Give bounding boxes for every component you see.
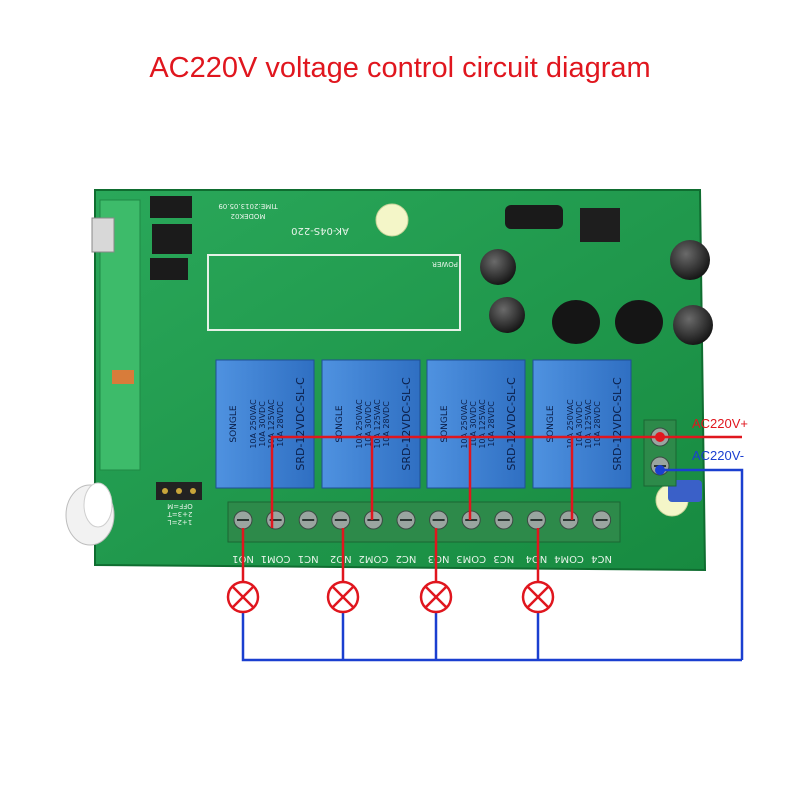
relay-rating: 10A 28VDC bbox=[276, 401, 285, 447]
relay-brand: SONGLE bbox=[440, 405, 450, 443]
relay-rating: 10A 250VAC bbox=[460, 399, 469, 449]
relay-model: SRD-12VDC-SL-C bbox=[294, 377, 307, 471]
relay-rating: 10A 125VAC bbox=[373, 399, 382, 449]
relay-rating: 10A 250VAC bbox=[566, 399, 575, 449]
supply-terminal-block bbox=[643, 419, 677, 487]
jumper-label: 2+3=T bbox=[167, 510, 193, 518]
relay-rating: 10A 30VDC bbox=[469, 401, 478, 447]
neutral-return-bus bbox=[241, 612, 742, 662]
relay-rating: 10A 125VAC bbox=[478, 399, 487, 449]
rf-button bbox=[91, 217, 115, 253]
diagram-title: AC220V voltage control circuit diagram bbox=[149, 52, 651, 84]
relay-model: SRD-12VDC-SL-C bbox=[611, 377, 624, 471]
relay-rating: 10A 30VDC bbox=[575, 401, 584, 447]
terminal-label-nc1: NC1 bbox=[298, 553, 319, 564]
live-wire-bus bbox=[270, 435, 742, 528]
lamp-4-icon bbox=[521, 580, 555, 614]
relay-rating: 10A 250VAC bbox=[249, 399, 258, 449]
relay-body bbox=[532, 359, 632, 489]
relay-rating: 10A 125VAC bbox=[584, 399, 593, 449]
relay-model: SRD-12VDC-SL-C bbox=[400, 377, 413, 471]
live-supply-label: AC220V+ bbox=[692, 416, 748, 431]
lamp-3-icon bbox=[419, 580, 453, 614]
board-model-label: AK-04S-220 bbox=[291, 225, 349, 236]
terminal-block bbox=[227, 501, 621, 543]
neutral-junction-dot bbox=[655, 465, 665, 475]
power-inductor bbox=[615, 300, 663, 344]
relay-brand: SONGLE bbox=[229, 405, 239, 443]
board-mode-label: MODEK02 bbox=[231, 212, 266, 220]
lamp-1-icon bbox=[226, 580, 260, 614]
terminal-label-com4: COM4 bbox=[554, 553, 584, 564]
relay-rating: 10A 28VDC bbox=[593, 401, 602, 447]
neutral-supply-label: AC220V- bbox=[692, 448, 744, 463]
electrolytic-capacitor bbox=[673, 305, 713, 345]
electrolytic-capacitor bbox=[480, 249, 516, 285]
mounting-hole bbox=[375, 203, 409, 237]
wiring bbox=[241, 432, 744, 662]
electrolytic-capacitor bbox=[489, 297, 525, 333]
lamps bbox=[226, 580, 555, 614]
relay-body bbox=[426, 359, 526, 489]
lamp-2-icon bbox=[326, 580, 360, 614]
jumper-label: 1+2=L bbox=[168, 518, 193, 526]
terminal-labels: NO1COM1NC1NO2COM2NC2NO3COM3NC3NO4COM4NC4 bbox=[232, 553, 612, 564]
relay-rating: 10A 250VAC bbox=[355, 399, 364, 449]
relay-brand: SONGLE bbox=[335, 405, 345, 443]
board-date-label: TIME:2013.05.09 bbox=[218, 202, 278, 210]
terminal-label-no2: NO2 bbox=[330, 553, 352, 564]
power-section bbox=[480, 205, 713, 502]
relay-brand: SONGLE bbox=[546, 405, 556, 443]
terminal-label-no4: NO4 bbox=[526, 553, 548, 564]
relay-body bbox=[215, 359, 315, 489]
power-inductor bbox=[552, 300, 600, 344]
antenna-coil bbox=[65, 482, 115, 546]
relay-model: SRD-12VDC-SL-C bbox=[505, 377, 518, 471]
terminal-label-com3: COM3 bbox=[456, 553, 486, 564]
relay-rating: 10A 28VDC bbox=[487, 401, 496, 447]
relay-rating: 10A 125VAC bbox=[267, 399, 276, 449]
jumper-label: OFF=M bbox=[167, 502, 192, 510]
live-junction-dot bbox=[655, 432, 665, 442]
ic-chip bbox=[150, 196, 192, 280]
terminal-label-nc2: NC2 bbox=[396, 553, 417, 564]
electrolytic-capacitor bbox=[670, 240, 710, 280]
terminal-label-no3: NO3 bbox=[428, 553, 450, 564]
relay-rating: 10A 30VDC bbox=[364, 401, 373, 447]
neutral-wire bbox=[660, 468, 744, 660]
silkscreen-area bbox=[207, 254, 461, 331]
terminal-label-com2: COM2 bbox=[358, 553, 388, 564]
inductor bbox=[112, 370, 134, 384]
board-power-label: POWER bbox=[432, 260, 458, 268]
jumper-header bbox=[156, 482, 202, 500]
relay-rating: 10A 30VDC bbox=[258, 401, 267, 447]
terminal-label-nc4: NC4 bbox=[591, 553, 612, 564]
terminal-screws bbox=[233, 510, 612, 530]
terminal-label-nc3: NC3 bbox=[493, 553, 514, 564]
terminal-label-com1: COM1 bbox=[261, 553, 291, 564]
relay-rating: 10A 28VDC bbox=[382, 401, 391, 447]
